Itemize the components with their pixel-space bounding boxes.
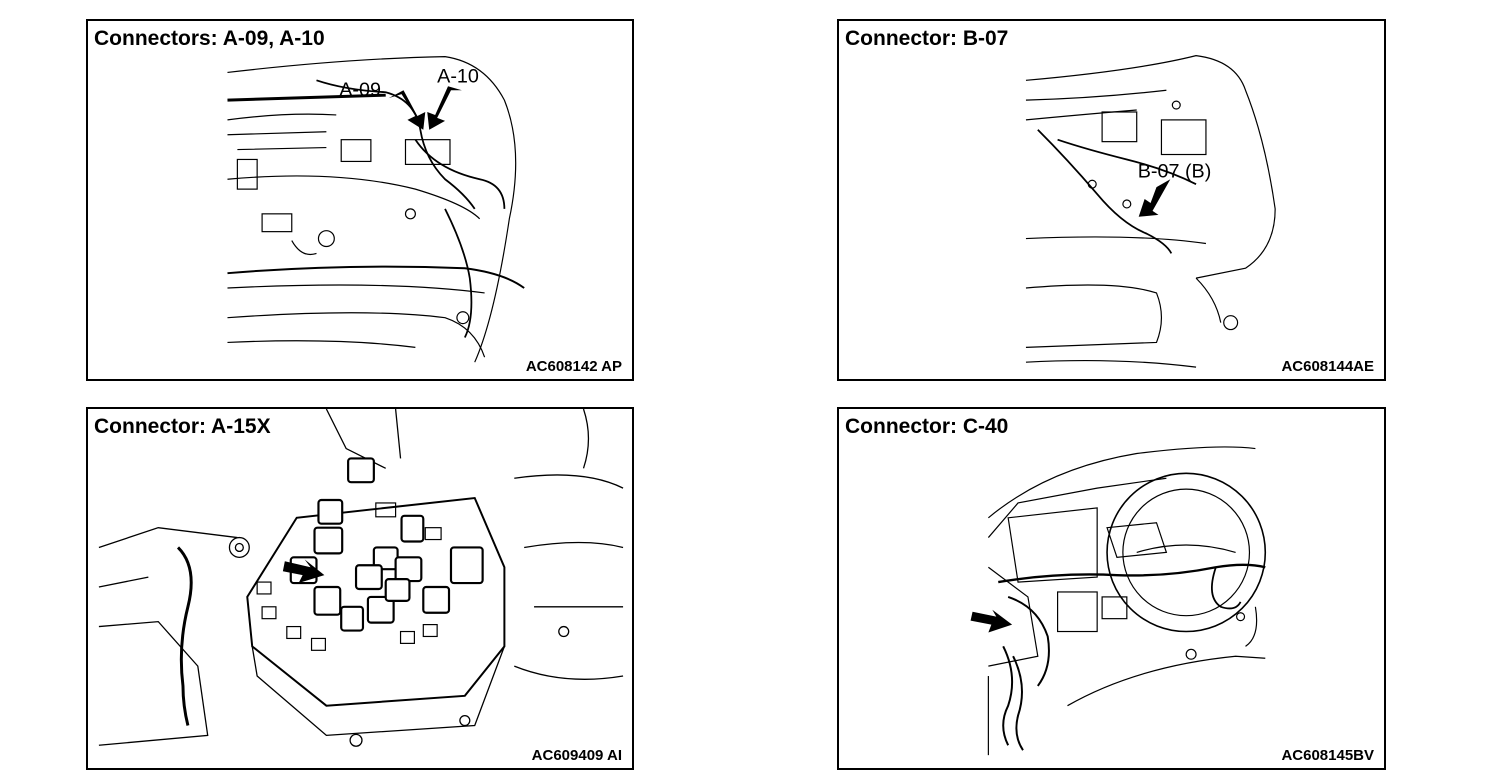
label-a09: A-09 bbox=[339, 79, 381, 101]
panel-title: Connectors: A-09, A-10 bbox=[94, 27, 328, 51]
engine-bay-front-illustration: A-09 A-10 bbox=[227, 56, 525, 363]
dashboard-illustration bbox=[970, 446, 1267, 756]
panel-title: Connector: B-07 bbox=[845, 27, 1012, 51]
panel-connector-b07: Connector: B-07 B-07 (B) AC608144AE bbox=[837, 19, 1386, 381]
panel-connectors-a09-a10: Connectors: A-09, A-10 bbox=[86, 19, 634, 381]
relay-box-illustration bbox=[98, 409, 624, 747]
panel-connector-a15x: Connector: A-15X bbox=[86, 407, 634, 770]
figure-code: AC608145BV bbox=[1281, 747, 1374, 764]
panel-title: Connector: C-40 bbox=[845, 415, 1012, 439]
label-b07-b: B-07 (B) bbox=[1138, 160, 1212, 182]
figure-code: AC609409 AI bbox=[531, 747, 622, 764]
panel-title: Connector: A-15X bbox=[94, 415, 274, 439]
label-a10: A-10 bbox=[437, 65, 479, 87]
engine-bay-side-illustration: B-07 (B) bbox=[1025, 55, 1276, 368]
panel-connector-c40: Connector: C-40 AC608145B bbox=[837, 407, 1386, 770]
figure-code: AC608142 AP bbox=[525, 358, 622, 375]
figure-code: AC608144AE bbox=[1281, 358, 1374, 375]
